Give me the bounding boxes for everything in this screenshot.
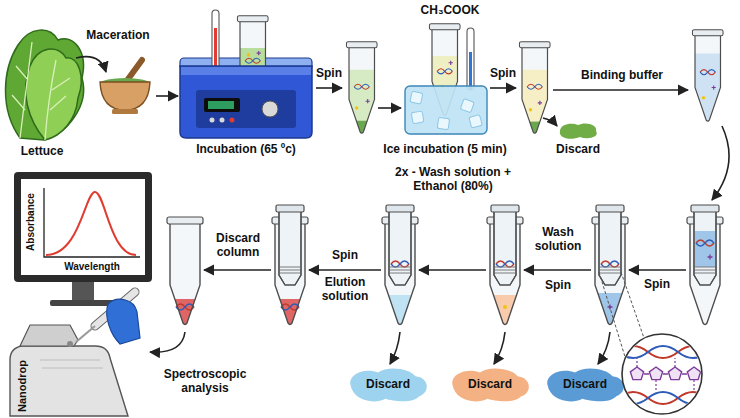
spin-column-illustration [592,205,628,333]
reagent-label: Binding buffer [581,69,663,83]
step-label: Incubation (65 ºc) [196,143,296,157]
discard-label: Discard [468,378,512,392]
spin-column-illustration [272,205,308,339]
tube-illustration [692,30,723,130]
reagent-label: Wash solution [524,226,592,254]
reagent-label: CH₃COOK [421,4,480,18]
monitor-illustration [14,172,152,306]
discard-label: Discard [366,378,410,392]
reagent-label: Elution solution [312,276,378,304]
water-bath-illustration [180,10,312,138]
nanodrop-illustration [10,292,140,416]
zoom-inset [599,272,708,414]
step-label: Maceration [86,29,149,43]
step-label: Discard column [205,232,271,260]
tube-illustration [346,42,377,138]
axis-label: Wavelength [64,261,120,273]
spin-column-illustration [382,205,418,335]
device-label: Nanodrop [16,360,29,412]
step-label: Spin [545,279,571,293]
lettuce-illustration [6,30,84,140]
step-label: Ice incubation (5 min) [383,143,506,157]
step-label: Spin [332,249,358,263]
discard-splash [560,123,597,138]
ice-bath-illustration [405,24,487,134]
spin-column-illustration [487,205,523,335]
discard-label: Discard [563,378,607,392]
step-label: Spectroscopic analysis [153,368,257,396]
step-label: Spin [316,67,342,81]
subject-label: Lettuce [21,145,64,159]
discard-splash [350,368,427,401]
discard-splash [547,368,624,401]
tube-illustration [167,217,203,339]
axis-label: Absorbance [25,193,37,251]
mortar-illustration [100,60,150,114]
discard-label: Discard [556,143,600,157]
reagent-label: 2x - Wash solution + Ethanol (80%) [388,166,518,194]
process-arrows [76,57,729,364]
tube-illustration [519,42,550,139]
step-label: Spin [490,67,516,81]
discard-splash [452,368,529,401]
spin-column-illustration [687,205,723,325]
step-label: Spin [644,278,670,292]
